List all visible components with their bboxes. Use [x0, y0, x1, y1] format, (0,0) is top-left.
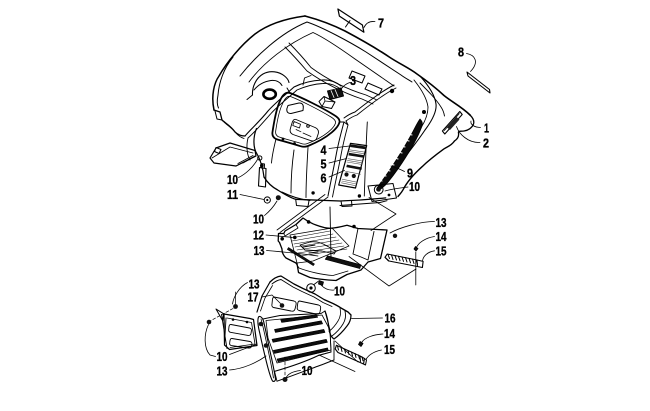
svg-text:10: 10 [302, 363, 313, 378]
svg-text:14: 14 [384, 326, 396, 341]
svg-text:1: 1 [484, 121, 489, 136]
svg-text:14: 14 [436, 229, 448, 244]
svg-text:13: 13 [254, 243, 265, 258]
svg-text:4: 4 [321, 143, 328, 158]
svg-text:13: 13 [249, 277, 260, 292]
svg-text:13: 13 [217, 364, 228, 379]
svg-text:13: 13 [436, 215, 447, 230]
svg-text:10: 10 [334, 284, 345, 299]
svg-text:12: 12 [253, 228, 264, 243]
svg-text:10: 10 [253, 212, 264, 227]
svg-text:15: 15 [436, 244, 447, 259]
svg-text:15: 15 [384, 342, 395, 357]
svg-text:7: 7 [378, 16, 384, 31]
svg-text:10: 10 [217, 349, 228, 364]
svg-text:17: 17 [248, 290, 259, 305]
svg-text:16: 16 [385, 311, 396, 326]
svg-text:11: 11 [227, 187, 238, 202]
svg-text:8: 8 [458, 45, 464, 60]
svg-text:9: 9 [407, 166, 413, 181]
svg-text:10: 10 [227, 172, 238, 187]
svg-text:5: 5 [321, 157, 327, 172]
svg-text:2: 2 [483, 136, 489, 151]
svg-text:10: 10 [409, 179, 420, 194]
svg-text:6: 6 [321, 171, 327, 186]
svg-text:3: 3 [350, 73, 356, 88]
